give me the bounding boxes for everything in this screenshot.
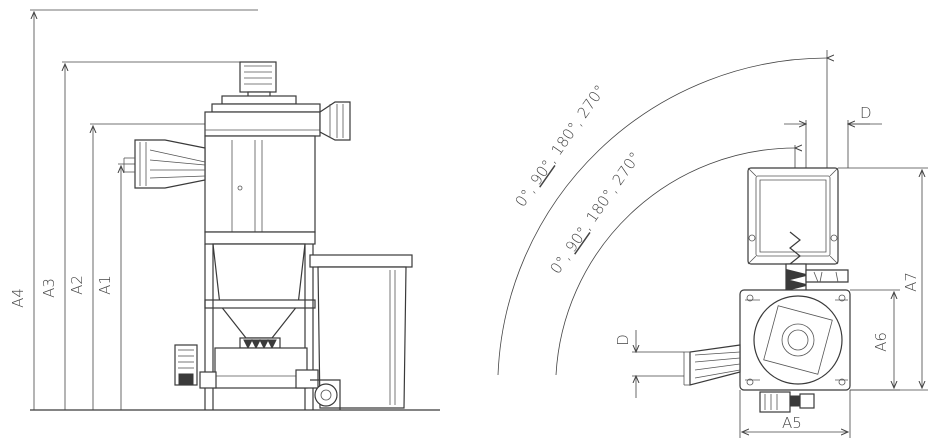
label-d-top: D — [860, 104, 872, 122]
label-a6: A6 — [872, 332, 890, 352]
top-view: 0°, 90°, 180°, 270° 0°, 90°, 180°, 270° … — [497, 50, 928, 438]
fan-housing-top — [739, 289, 851, 391]
dimension-a4: A4 — [9, 9, 258, 410]
outer-rotation-label: 0°, 90°, 180°, 270° — [512, 82, 610, 211]
label-a7: A7 — [902, 272, 920, 292]
dimension-d-top: D — [784, 104, 882, 168]
label-d-side: D — [614, 334, 632, 346]
dimension-a1: A1 — [96, 163, 150, 410]
fan-housing — [204, 101, 351, 141]
bottom-motor — [759, 391, 815, 413]
filter-drum — [123, 135, 316, 233]
side-elevation-view: A4 A3 A2 A1 — [9, 9, 440, 411]
dimension-a3: A3 — [40, 61, 248, 410]
label-a1: A1 — [96, 275, 114, 295]
label-a4: A4 — [9, 288, 27, 308]
label-a2: A2 — [68, 275, 86, 295]
dimension-a2: A2 — [68, 123, 212, 410]
screw-conveyor — [174, 337, 319, 389]
filter-top-box — [747, 167, 839, 265]
filter-stem — [785, 263, 849, 293]
collection-bin — [309, 254, 413, 410]
label-a5: A5 — [782, 414, 802, 432]
dimension-a7: A7 — [838, 167, 928, 391]
side-inlet — [683, 344, 741, 386]
dimension-d-side: D — [614, 330, 684, 398]
dimension-a6: A6 — [850, 289, 900, 391]
top-motor — [211, 61, 321, 113]
label-a3: A3 — [40, 278, 58, 298]
dimension-a5: A5 — [739, 390, 851, 438]
hopper — [204, 231, 316, 410]
inner-rotation-label: 0°, 90°, 180°, 270° — [547, 149, 645, 278]
